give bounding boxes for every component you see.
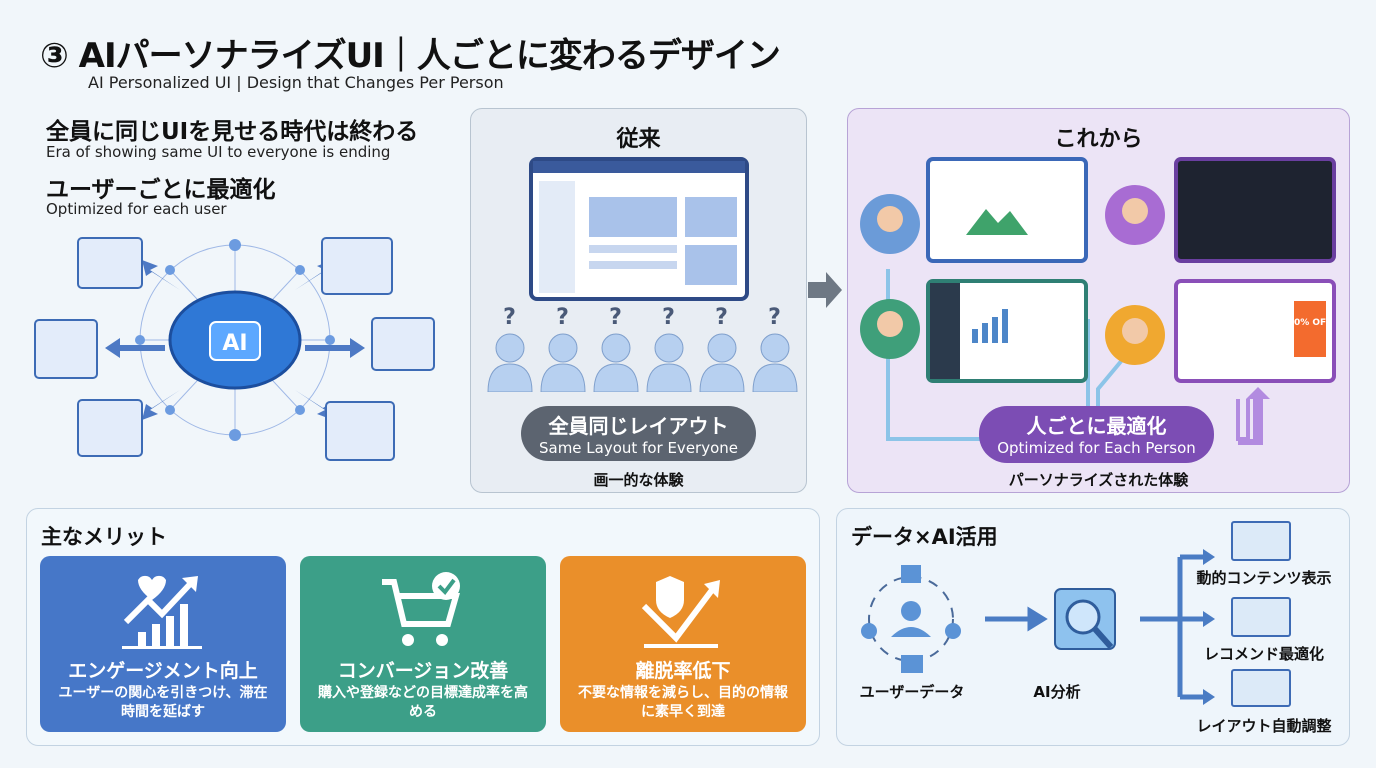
data-ai-panel: データ×AI活用 ユーザーデータ AI分析 動的コンテンツ表示 レコメンド最適化…: [836, 508, 1350, 746]
traditional-caption: 画一的な体験: [593, 471, 684, 489]
output-label: レコメンド最適化: [1203, 645, 1324, 663]
benefit-title: 離脱率低下: [635, 660, 731, 682]
same-layout-badge: 全員同じレイアウト Same Layout for Everyone: [521, 406, 756, 461]
heart-growth-chart-icon: [122, 575, 202, 649]
ai-analysis-icon: [1054, 588, 1116, 650]
ai-brain-network-illustration: AI: [34, 237, 435, 461]
data-flow-diagram: [861, 565, 1180, 673]
confused-user-icon: ?: [698, 305, 746, 396]
shield-bounce-icon: [641, 576, 720, 648]
page-cursor-icon: [371, 317, 435, 371]
user-data-icon: [868, 576, 954, 662]
intro-heading-1-en: Era of showing same UI to everyone is en…: [46, 143, 391, 161]
dark-gaming-screen: [1174, 157, 1336, 263]
benefit-card-conversion: コンバージョン改善 購入や登録などの目標達成率を高める: [300, 556, 546, 732]
discount-label: 50% OFF: [1288, 318, 1333, 328]
benefit-desc: 不要な情報を減らし、目的の情報に素早く到達: [578, 685, 788, 720]
future-panel: これから 50% OFF 人ごとに最適化 Optimized for Each …: [847, 108, 1350, 493]
benefits-title: 主なメリット: [41, 525, 167, 549]
benefit-card-bounce: 離脱率低下 不要な情報を減らし、目的の情報に素早く到達: [560, 556, 806, 732]
question-mark: ?: [609, 305, 622, 330]
future-caption: パーソナライズされた体験: [1008, 471, 1189, 489]
confused-user-icon: ?: [751, 305, 799, 396]
benefit-title: エンゲージメント向上: [68, 660, 258, 682]
future-title: これから: [1054, 127, 1143, 152]
intro-heading-1: 全員に同じUIを見せる時代は終わる: [46, 119, 419, 145]
optimized-en: Optimized for Each Person: [997, 439, 1196, 457]
confused-user-icon: ?: [592, 305, 640, 396]
cart-check-icon: [382, 572, 460, 646]
up-arrow-icon: [1238, 387, 1270, 445]
question-mark: ?: [503, 305, 516, 330]
benefit-title: コンバージョン改善: [337, 660, 509, 682]
user-crowd: document.write(Array(6).fill('<div style…: [483, 305, 801, 396]
simple-layout-screen: [926, 157, 1088, 263]
expand-icon: [34, 319, 98, 379]
ai-chip-label: AI: [222, 331, 247, 356]
profile-card-icon: [325, 401, 395, 461]
same-layout-en: Same Layout for Everyone: [538, 439, 738, 457]
output-label: レイアウト自動調整: [1196, 717, 1332, 735]
traditional-title: 従来: [616, 127, 661, 152]
user-data-label: ユーザーデータ: [859, 683, 965, 701]
same-layout-title: 全員同じレイアウト: [548, 414, 729, 438]
page-title: ③ AIパーソナライズUI｜人ごとに変わるデザイン: [40, 36, 781, 76]
benefit-card-engagement: エンゲージメント向上 ユーザーの関心を引きつけ、滞在時間を延ばす: [40, 556, 286, 732]
confused-user-icon: ?: [645, 305, 693, 396]
personalized-layouts-illustration: 50% OFF: [860, 157, 1336, 445]
confused-user-icon: ?: [486, 305, 534, 396]
page-subtitle: AI Personalized UI | Design that Changes…: [88, 73, 504, 92]
layout-grid-icon: [77, 237, 143, 289]
branch-arrows-icon: [1177, 549, 1215, 705]
optimized-badge: 人ごとに最適化 Optimized for Each Person: [979, 406, 1214, 463]
confused-user-icon: ?: [539, 305, 587, 396]
output-label: 動的コンテンツ表示: [1196, 569, 1332, 587]
benefit-desc: 購入や登録などの目標達成率を高める: [318, 685, 528, 720]
recommend-icon: [1231, 597, 1291, 637]
traditional-panel: 従来 document.write(Array(6).fill('<div st…: [470, 108, 807, 493]
text-image-icon: [321, 237, 393, 295]
intro-heading-2-en: Optimized for each user: [46, 200, 227, 218]
optimized-title: 人ごとに最適化: [1026, 414, 1167, 438]
question-mark: ?: [768, 305, 781, 330]
question-mark: ?: [556, 305, 569, 330]
data-ai-title: データ×AI活用: [851, 525, 998, 549]
transition-arrow-icon: [808, 272, 842, 308]
checklist-icon: [77, 399, 143, 457]
ai-analysis-label: AI分析: [1033, 683, 1081, 701]
question-mark: ?: [662, 305, 675, 330]
question-mark: ?: [715, 305, 728, 330]
intro-heading-2: ユーザーごとに最適化: [46, 177, 276, 203]
layout-adjust-icon: [1231, 669, 1291, 707]
dynamic-content-icon: [1231, 521, 1291, 561]
uniform-layout-monitor: [529, 157, 749, 301]
benefit-desc: ユーザーの関心を引きつけ、滞在時間を延ばす: [58, 685, 268, 720]
